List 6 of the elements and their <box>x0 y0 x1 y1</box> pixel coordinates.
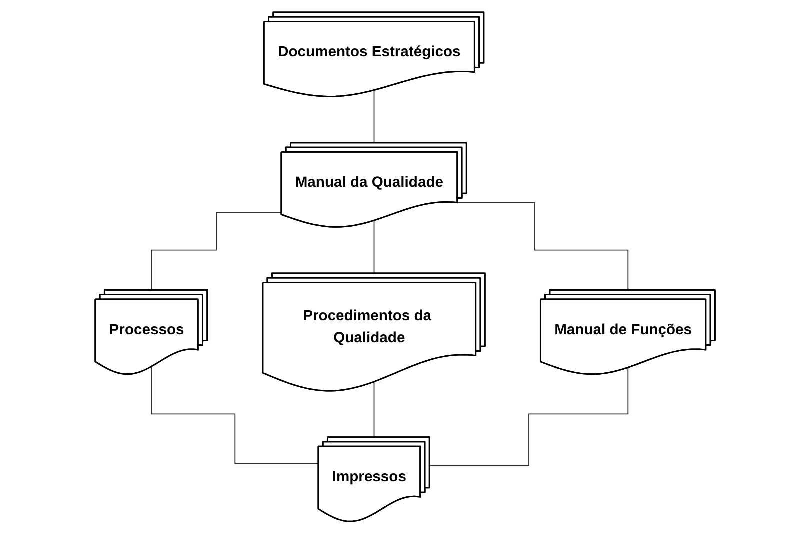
connector <box>374 220 375 274</box>
connector <box>150 366 320 464</box>
connector <box>429 368 629 466</box>
connector <box>150 212 282 292</box>
connector <box>374 382 375 438</box>
connector <box>374 90 375 144</box>
